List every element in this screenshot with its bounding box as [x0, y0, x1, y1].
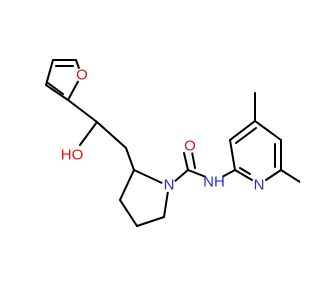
- pyrrolidine-nitrogen-label: N: [164, 177, 175, 194]
- pyrrolidine-nitrogen-atom: N: [162, 177, 176, 194]
- bond-nh-pyridine-c2: [221, 169, 236, 178]
- hydroxyl-label: HO: [61, 147, 84, 164]
- bond-pyd-n-c2: [234, 169, 253, 181]
- atom-label-layer: O HO O N NH N: [61, 67, 266, 194]
- bond-choh-ch2: [96, 121, 127, 149]
- bond-furan-c3-c4: [45, 59, 54, 86]
- carbonyl-oxygen-label: O: [184, 138, 196, 155]
- bond-pyd-c6-methyl: [280, 169, 300, 183]
- carbonyl-oxygen-atom: O: [183, 138, 197, 155]
- bond-pyd-n-c2-double: [239, 167, 251, 175]
- bond-pyr-n-c2: [133, 169, 163, 184]
- bond-n-carbonyl-c: [173, 169, 189, 183]
- furan-oxygen-label: O: [76, 67, 88, 84]
- bond-pyd-c3-c4: [229, 120, 256, 141]
- amide-nh-label: NH: [203, 174, 225, 191]
- molecule-structure-diagram: O HO O N NH N: [45, 59, 300, 227]
- bond-pyd-c2-c3: [229, 139, 236, 171]
- bond-layer: [45, 59, 300, 227]
- bond-furan-c2-c3-double: [47, 82, 64, 95]
- bond-carbonyl-c-nh: [187, 169, 207, 178]
- bond-carbonyl-c-o: [183, 152, 189, 171]
- pyridine-nitrogen-label: N: [254, 177, 265, 194]
- bond-carbonyl-c-o-double: [191, 151, 196, 169]
- bond-furan-choh: [67, 99, 98, 123]
- bond-pyr-c5-n: [163, 190, 169, 218]
- bond-furan-c2-c3: [45, 84, 69, 101]
- hydroxyl-atom: HO: [61, 144, 84, 166]
- amide-nh-atom: NH: [203, 172, 225, 192]
- bond-ch2-pyrrolidine-c2: [125, 147, 135, 171]
- pyridine-nitrogen-atom: N: [252, 177, 266, 194]
- bond-pyr-c4-c5: [136, 216, 165, 227]
- bond-pyr-c3-c4: [119, 199, 138, 227]
- bond-pyd-c4-c5: [254, 120, 282, 141]
- furan-oxygen-atom: O: [75, 67, 89, 84]
- bond-pyd-c6-n: [265, 169, 282, 181]
- bond-pyr-c2-c3: [119, 169, 135, 201]
- bond-pyd-c3-c4-double: [235, 127, 257, 144]
- bond-choh-oh: [79, 121, 98, 146]
